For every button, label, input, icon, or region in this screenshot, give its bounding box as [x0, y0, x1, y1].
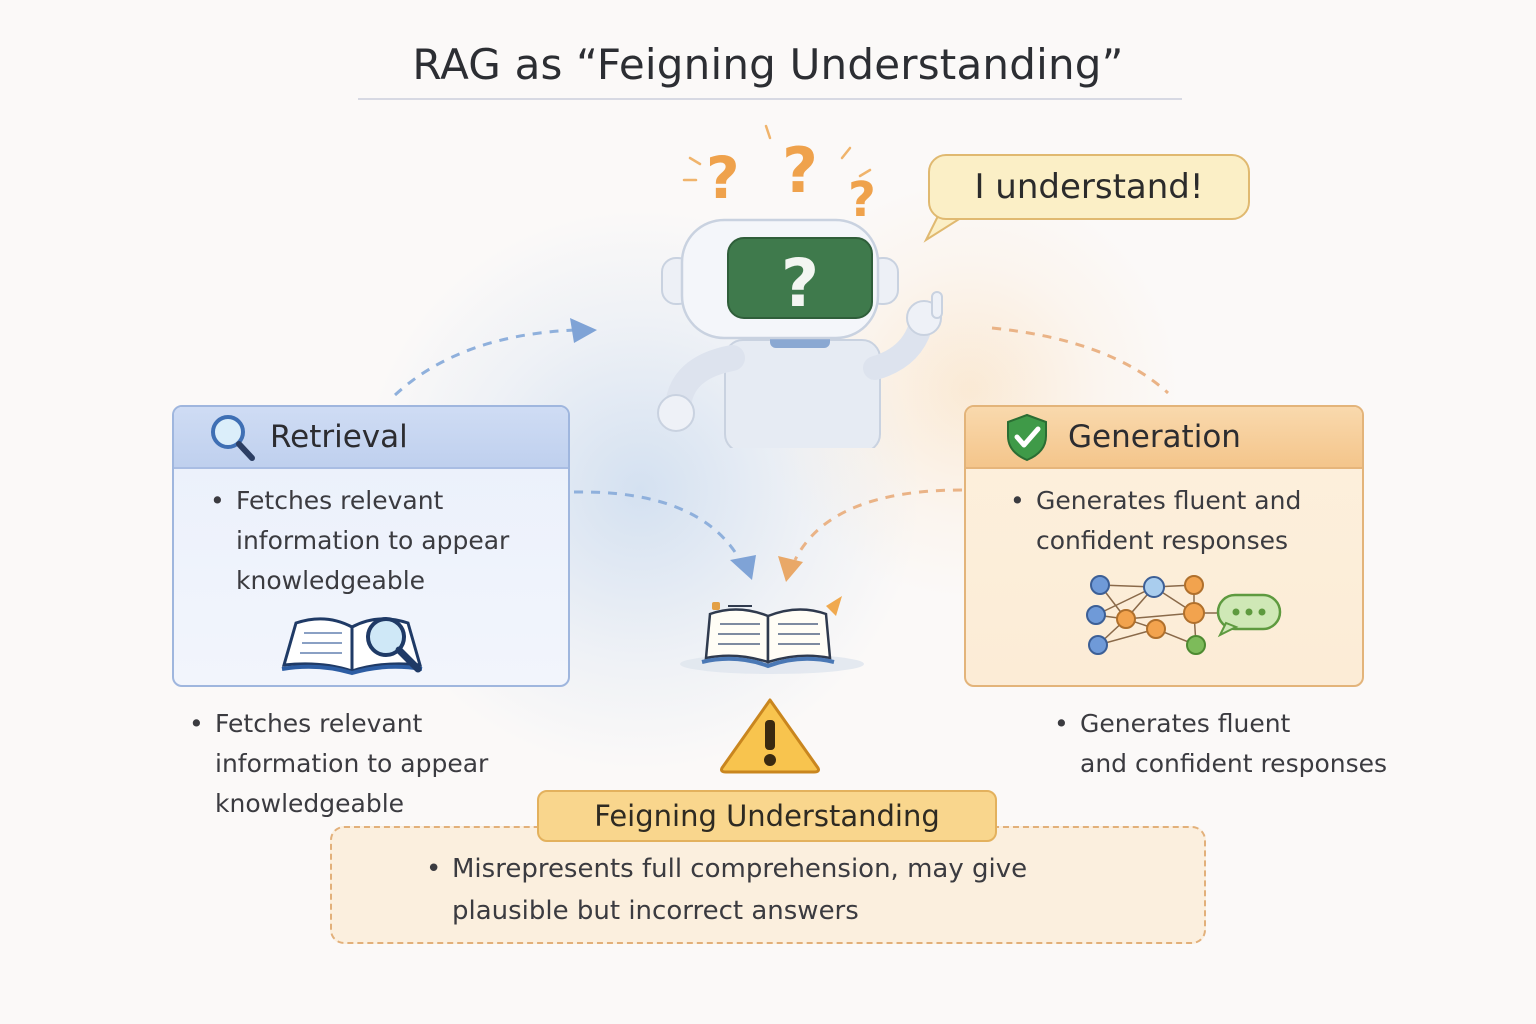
- retrieval-card-header: Retrieval: [174, 407, 568, 469]
- retrieval-summary-bullet: Fetches relevant information to appear k…: [189, 704, 489, 824]
- warning-triangle-icon: [720, 698, 820, 774]
- generation-card: Generation Generates fluent and confiden…: [964, 405, 1364, 687]
- retrieval-to-book-arrow: [573, 490, 742, 561]
- neural-network-chat-icon: [1086, 575, 1282, 655]
- feigning-understanding-heading: Feigning Understanding: [537, 790, 997, 842]
- retrieval-summary-line: Fetches relevant: [215, 709, 423, 738]
- page-title: RAG as “Feigning Understanding”: [412, 40, 1124, 89]
- generation-summary-line: and confident responses: [1080, 749, 1388, 778]
- retrieval-card-bullet: Fetches relevant information to appear k…: [210, 481, 510, 601]
- book-with-magnifier-icon: [281, 617, 423, 676]
- retrieval-heading: Retrieval: [270, 419, 408, 455]
- open-book-icon: [680, 596, 864, 674]
- question-marks-group: ? ? ?: [682, 124, 876, 228]
- retrieval-card-bullet-line: Fetches relevant: [236, 486, 444, 515]
- generation-summary-bullet: Generates fluent and confident responses: [1054, 704, 1388, 784]
- generation-to-robot-line: [991, 326, 1170, 395]
- question-mark-icon: ?: [706, 144, 740, 212]
- title-divider: [358, 98, 1182, 100]
- retrieval-to-robot-arrowhead: [570, 318, 597, 343]
- feigning-bullet-line: plausible but incorrect answers: [452, 896, 859, 926]
- generation-card-header: Generation: [966, 407, 1362, 469]
- speech-bubble: I understand!: [928, 154, 1250, 220]
- feigning-understanding-bullet: Misrepresents full comprehension, may gi…: [426, 848, 1028, 932]
- generation-card-bullet: Generates fluent and confident responses: [1010, 481, 1302, 561]
- generation-summary-line: Generates fluent: [1080, 709, 1291, 738]
- retrieval-summary-line: knowledgeable: [215, 789, 405, 818]
- retrieval-summary-line: information to appear: [215, 749, 489, 778]
- thought-sparks: [682, 124, 872, 182]
- retrieval-to-book-arrowhead: [730, 555, 756, 580]
- retrieval-to-robot-arrow: [393, 328, 576, 397]
- feigning-bullet-line: Misrepresents full comprehension, may gi…: [452, 854, 1028, 884]
- retrieval-card-bullet-line: information to appear: [236, 526, 510, 555]
- robot-face-question-icon: ?: [781, 245, 819, 322]
- generation-to-book-arrowhead: [778, 556, 803, 582]
- question-mark-icon: ?: [848, 172, 876, 228]
- magnifier-icon: [211, 415, 255, 461]
- question-mark-icon: ?: [782, 134, 818, 207]
- shield-check-icon: [1007, 413, 1047, 462]
- generation-heading: Generation: [1068, 419, 1241, 455]
- retrieval-card: Retrieval Fetches relevant information t…: [172, 405, 570, 687]
- generation-card-bullet-line: Generates fluent and: [1036, 486, 1302, 515]
- generation-card-bullet-line: confident responses: [1036, 526, 1289, 555]
- robot-illustration: ?: [657, 218, 943, 448]
- retrieval-card-bullet-line: knowledgeable: [236, 566, 426, 595]
- generation-to-book-arrow: [793, 488, 963, 561]
